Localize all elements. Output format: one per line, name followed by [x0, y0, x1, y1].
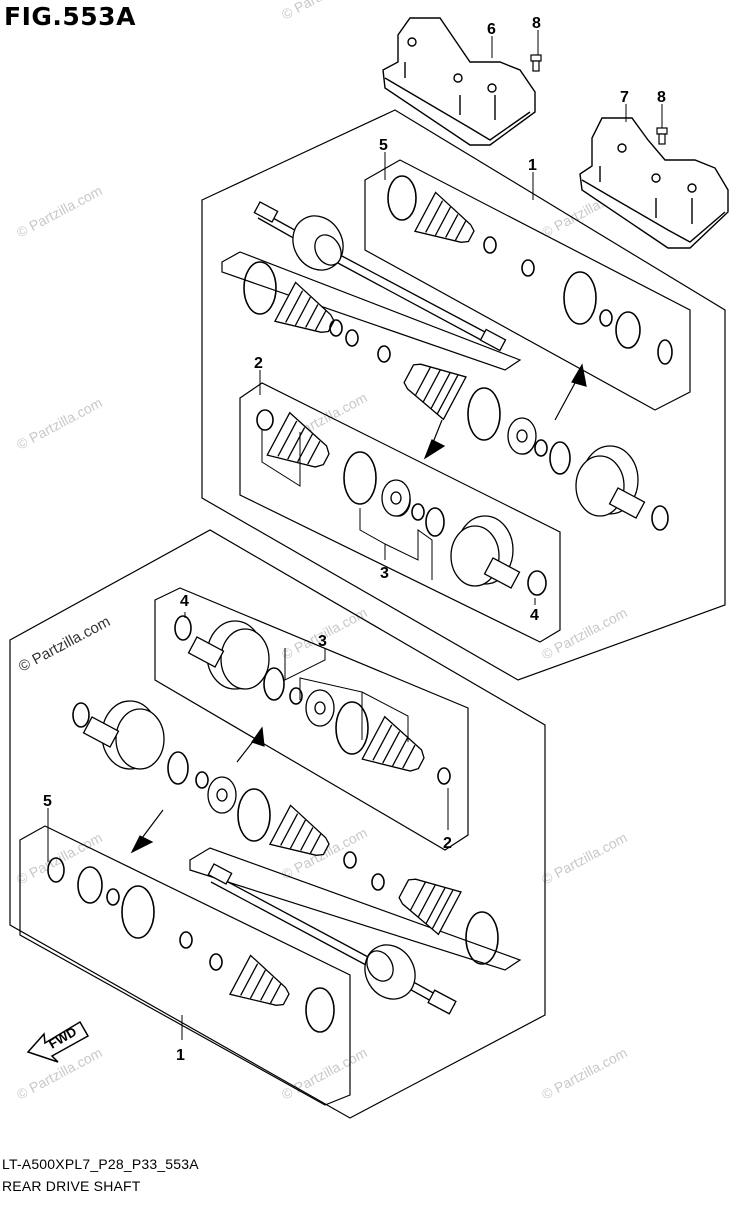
callout-2: 2 — [443, 835, 452, 852]
rings-and-clamps — [47, 175, 673, 1033]
watermark: © Partzilla.com — [279, 0, 370, 23]
callout-1: 1 — [528, 157, 537, 174]
lower-drive-shaft — [207, 863, 457, 1015]
callout-5: 5 — [43, 793, 52, 810]
watermark-dark: © Partzilla.com — [16, 613, 113, 675]
watermark: © Partzilla.com — [539, 829, 630, 887]
watermark: © Partzilla.com — [14, 182, 105, 240]
watermarks: © Partzilla.com © Partzilla.com © Partzi… — [14, 0, 630, 1103]
callout-labels: 6 8 7 8 5 1 2 3 4 4 3 2 5 1 — [43, 15, 666, 1064]
callout-1: 1 — [176, 1047, 185, 1064]
callout-4: 4 — [180, 593, 189, 610]
protector-cover-7 — [579, 117, 729, 249]
callout-8: 8 — [657, 89, 666, 106]
outer-joints — [82, 445, 646, 770]
figure-title: FIG.553A — [4, 2, 136, 31]
callout-4: 4 — [530, 607, 539, 624]
callout-6: 6 — [487, 21, 496, 38]
bolt-8 — [530, 54, 668, 145]
upper-drive-shaft — [253, 201, 507, 352]
watermark: © Partzilla.com — [14, 394, 105, 452]
boots — [228, 191, 475, 1006]
watermark: © Partzilla.com — [539, 604, 630, 662]
arrow-left-icon — [26, 1020, 90, 1063]
inner-joint-cages — [207, 417, 537, 814]
fwd-arrow: FWD — [26, 1020, 90, 1063]
leader-lines — [47, 30, 663, 1040]
callout-5: 5 — [379, 137, 388, 154]
figure-name: REAR DRIVE SHAFT — [2, 1178, 141, 1194]
figure-code: LT-A500XPL7_P28_P33_553A — [2, 1156, 199, 1172]
callout-3: 3 — [380, 565, 389, 582]
protector-cover-6 — [382, 17, 536, 146]
callout-8: 8 — [532, 15, 541, 32]
callout-7: 7 — [620, 89, 629, 106]
watermark: © Partzilla.com — [279, 1044, 370, 1102]
assembly-arrows — [130, 363, 587, 854]
watermark: © Partzilla.com — [14, 1044, 105, 1102]
assembly-frames — [9, 109, 726, 1119]
callout-2: 2 — [254, 355, 263, 372]
callout-3: 3 — [318, 633, 327, 650]
watermark: © Partzilla.com — [539, 1044, 630, 1102]
